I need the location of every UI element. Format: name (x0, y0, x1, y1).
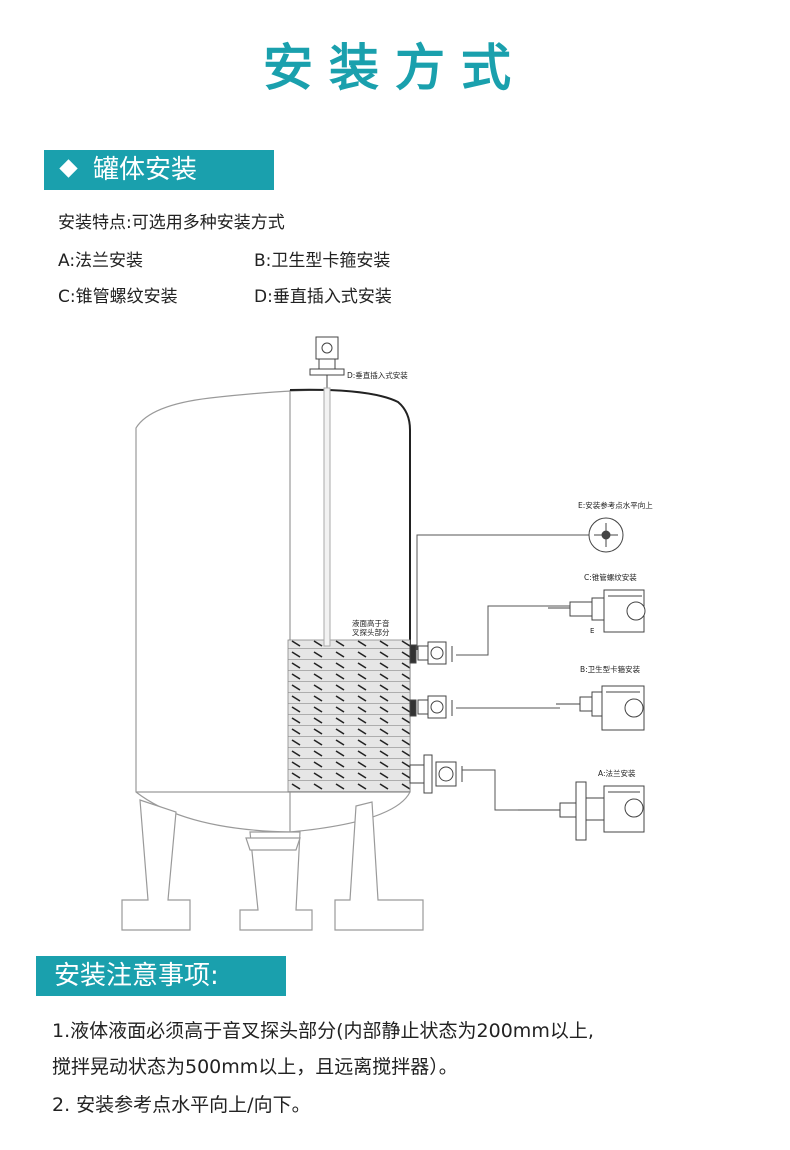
sanitary-clamp-switch (556, 685, 645, 731)
reference-point-detail (588, 517, 624, 553)
side-switch-c (409, 641, 453, 665)
section-heading-tank-installation: 罐体安装 (44, 150, 274, 190)
label-e: E:安装参考点水平向上 (578, 500, 653, 510)
liquid-level-note: 液面高于音 叉探头部分 (352, 618, 390, 637)
label-a: A:法兰安装 (598, 768, 636, 778)
note-line-2: 搅拌晃动状态为500mm以上，且远离搅拌器）。 (52, 1056, 458, 1078)
vertical-insertion-probe (309, 336, 345, 647)
side-switch-a (409, 754, 463, 794)
option-b: B:卫生型卡箍安装 (254, 251, 391, 271)
mark-e: E (590, 627, 594, 635)
tank-legs (121, 799, 424, 931)
side-switch-b (409, 695, 453, 719)
liquid-note-line2: 叉探头部分 (352, 627, 390, 637)
section-heading-text: 罐体安装 (93, 155, 198, 185)
note-line-1: 1.液体液面必须高于音叉探头部分(内部静止状态为200mm以上, (52, 1020, 594, 1042)
liquid-level-region (287, 639, 411, 793)
note-line-3: 2. 安装参考点水平向上/向下。 (52, 1094, 311, 1116)
option-d: D:垂直插入式安装 (254, 287, 392, 307)
label-c: C:锥管螺纹安装 (584, 572, 637, 582)
liquid-note-line1: 液面高于音 (352, 618, 390, 628)
option-c: C:锥管螺纹安装 (58, 287, 178, 307)
tank-installation-diagram: 液面高于音 叉探头部分 D:垂直插入式安装 (121, 336, 653, 931)
label-b: B:卫生型卡箍安装 (580, 664, 641, 674)
page-title: 安装方式 (263, 39, 527, 97)
tapered-thread-switch (548, 589, 646, 633)
option-a: A:法兰安装 (58, 251, 144, 271)
label-d: D:垂直插入式安装 (347, 370, 408, 380)
section-heading-installation-notes: 安装注意事项: (36, 956, 286, 996)
installation-features: 安装特点:可选用多种安装方式 (58, 213, 285, 233)
flange-switch (518, 781, 645, 841)
diamond-bullet-icon (59, 159, 78, 178)
